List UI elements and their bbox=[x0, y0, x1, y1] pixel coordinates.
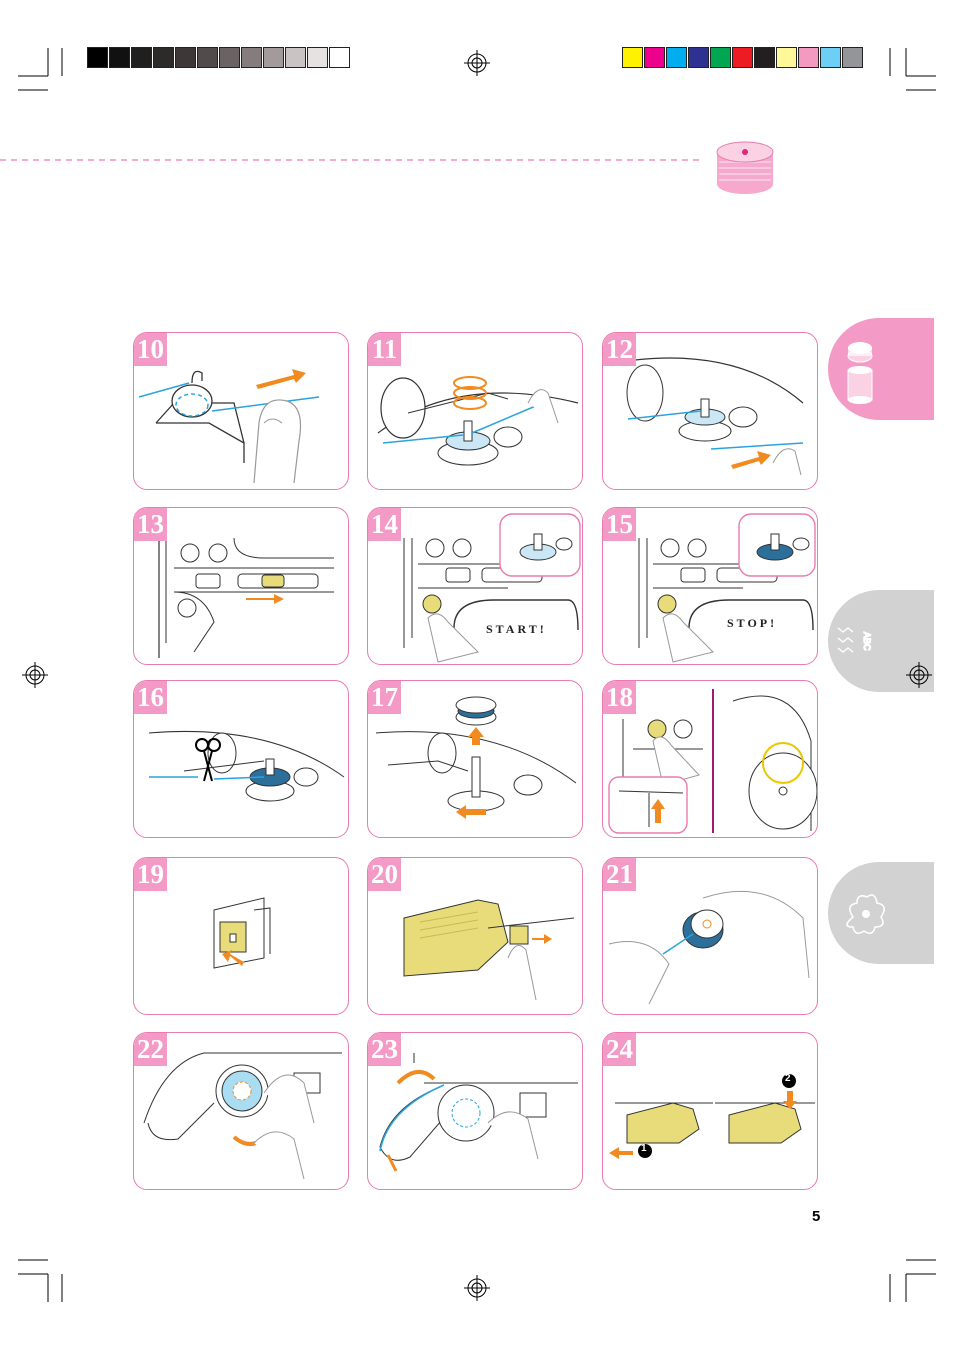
step-10-panel: 10 bbox=[133, 332, 349, 490]
step-number: 10 bbox=[134, 333, 167, 366]
start-label: START! bbox=[486, 622, 547, 636]
step-14-panel: START! 14 bbox=[367, 507, 583, 665]
step-19-panel: 19 bbox=[133, 857, 349, 1015]
step-21-panel: 21 bbox=[602, 857, 818, 1015]
step-15-panel: STOP! 15 bbox=[602, 507, 818, 665]
color-swatch bbox=[754, 47, 775, 68]
color-swatch bbox=[263, 47, 284, 68]
bobbin-icon bbox=[716, 141, 774, 194]
color-swatch bbox=[329, 47, 350, 68]
color-swatch bbox=[820, 47, 841, 68]
color-swatch bbox=[666, 47, 687, 68]
step-number: 12 bbox=[603, 333, 636, 366]
section-dashed-rule bbox=[0, 159, 700, 161]
step-number: 15 bbox=[603, 508, 636, 541]
color-swatch bbox=[87, 47, 108, 68]
crop-marks-bottom bbox=[18, 1259, 936, 1302]
color-swatch bbox=[710, 47, 731, 68]
color-swatch bbox=[776, 47, 797, 68]
step-17-panel: 17 bbox=[367, 680, 583, 838]
color-swatch bbox=[241, 47, 262, 68]
color-swatch bbox=[131, 47, 152, 68]
color-swatch bbox=[175, 47, 196, 68]
step-number: 13 bbox=[134, 508, 167, 541]
step-number: 14 bbox=[368, 508, 401, 541]
step-number: 20 bbox=[368, 858, 401, 891]
stop-label: STOP! bbox=[727, 616, 778, 630]
step-18-panel: 18 bbox=[602, 680, 818, 838]
side-tab-bobbin[interactable] bbox=[828, 318, 934, 420]
registration-target-left-icon bbox=[22, 662, 48, 688]
step-number: 17 bbox=[368, 681, 401, 714]
color-swatch bbox=[153, 47, 174, 68]
color-swatch bbox=[732, 47, 753, 68]
color-swatch bbox=[109, 47, 130, 68]
step-number: 11 bbox=[368, 333, 401, 366]
color-swatch bbox=[688, 47, 709, 68]
step-12-panel: 12 bbox=[602, 332, 818, 490]
page-number: 5 bbox=[812, 1208, 821, 1225]
crop-marks-top bbox=[18, 48, 936, 91]
color-swatch bbox=[197, 47, 218, 68]
step-number: 21 bbox=[603, 858, 636, 891]
step-24-panel: 1 2 24 bbox=[602, 1032, 818, 1190]
step-11-panel: 11 bbox=[367, 332, 583, 490]
color-swatch bbox=[644, 47, 665, 68]
color-swatch bbox=[219, 47, 240, 68]
step-22-panel: 22 bbox=[133, 1032, 349, 1190]
side-tab-embroidery[interactable] bbox=[828, 862, 934, 964]
step-number: 19 bbox=[134, 858, 167, 891]
color-swatch bbox=[842, 47, 863, 68]
step-16-panel: 16 bbox=[133, 680, 349, 838]
callout-1: 1 bbox=[641, 1143, 647, 1154]
registration-target-icon bbox=[464, 50, 490, 76]
step-number: 22 bbox=[134, 1033, 167, 1066]
step-number: 23 bbox=[368, 1033, 401, 1066]
svg-text:ABC: ABC bbox=[862, 632, 872, 651]
step-number: 16 bbox=[134, 681, 167, 714]
step-number: 18 bbox=[603, 681, 636, 714]
color-swatch bbox=[798, 47, 819, 68]
color-swatch bbox=[622, 47, 643, 68]
step-number: 24 bbox=[603, 1033, 636, 1066]
registration-target-right-icon bbox=[906, 662, 932, 688]
callout-2: 2 bbox=[785, 1073, 791, 1084]
color-swatch bbox=[285, 47, 306, 68]
scissors-icon bbox=[195, 738, 221, 782]
color-swatch bbox=[307, 47, 328, 68]
step-13-panel: 13 bbox=[133, 507, 349, 665]
step-20-panel: 20 bbox=[367, 857, 583, 1015]
step-23-panel: 23 bbox=[367, 1032, 583, 1190]
